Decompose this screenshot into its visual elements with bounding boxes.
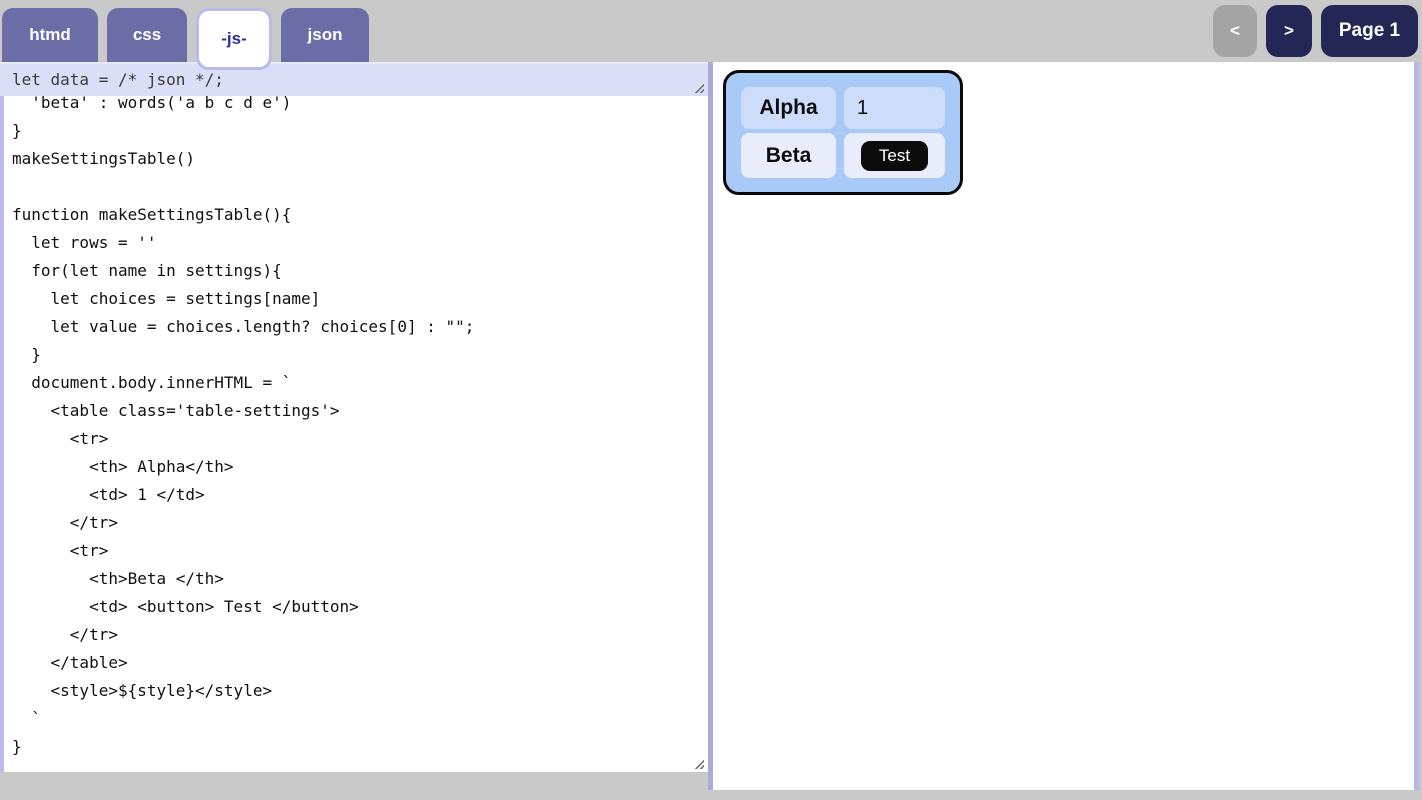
resize-handle[interactable] [693,758,704,769]
js-code-text[interactable]: 'beta' : words('a b c d e') } makeSettin… [12,96,475,756]
editor-tabs: htmd css -js- json [2,8,369,70]
next-page-button[interactable]: > [1266,5,1312,57]
settings-row-header: Alpha [741,87,836,129]
tab-css[interactable]: css [107,8,187,62]
settings-table: Alpha 1 Beta Test [723,70,963,195]
tab-json[interactable]: json [281,8,369,62]
settings-row-header: Beta [741,133,836,178]
resize-handle[interactable] [693,82,704,93]
tab-htmd[interactable]: htmd [2,8,98,62]
settings-row-value: Test [844,133,945,178]
page-indicator-button[interactable]: Page 1 [1321,5,1418,57]
js-code-editor[interactable]: 'beta' : words('a b c d e') } makeSettin… [0,96,708,772]
settings-row-value: 1 [844,87,945,129]
preview-panel: Alpha 1 Beta Test [708,62,1419,790]
test-button[interactable]: Test [860,140,929,171]
prev-page-button[interactable]: < [1213,5,1257,57]
settings-grid: Alpha 1 Beta Test [741,87,945,178]
top-bar: htmd css -js- json < > Page 1 [0,0,1422,70]
code-header-line[interactable]: let data = /* json */; [0,62,708,96]
page-nav: < > Page 1 [1213,5,1418,57]
tab-js[interactable]: -js- [196,8,272,70]
